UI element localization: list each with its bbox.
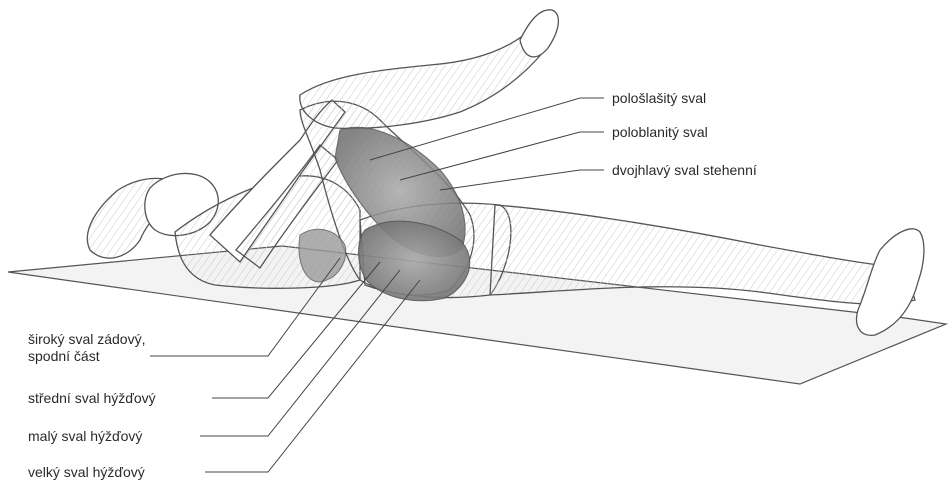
label-latissimus-line2: spodní část bbox=[28, 348, 100, 364]
label-semimembranosus-top: pološlašitý sval bbox=[612, 90, 706, 106]
label-semitendinosus: poloblanitý sval bbox=[612, 124, 708, 140]
label-gluteus-medius: střední sval hýžďový bbox=[28, 390, 156, 406]
label-gluteus-minimus: malý sval hýžďový bbox=[28, 428, 142, 444]
leader-line-biceps-femoris bbox=[440, 170, 604, 190]
label-biceps-femoris: dvojhlavý sval stehenní bbox=[612, 162, 757, 178]
label-gluteus-maximus: velký sval hýžďový bbox=[28, 464, 145, 480]
label-latissimus-line1: široký sval zádový, bbox=[28, 331, 145, 347]
